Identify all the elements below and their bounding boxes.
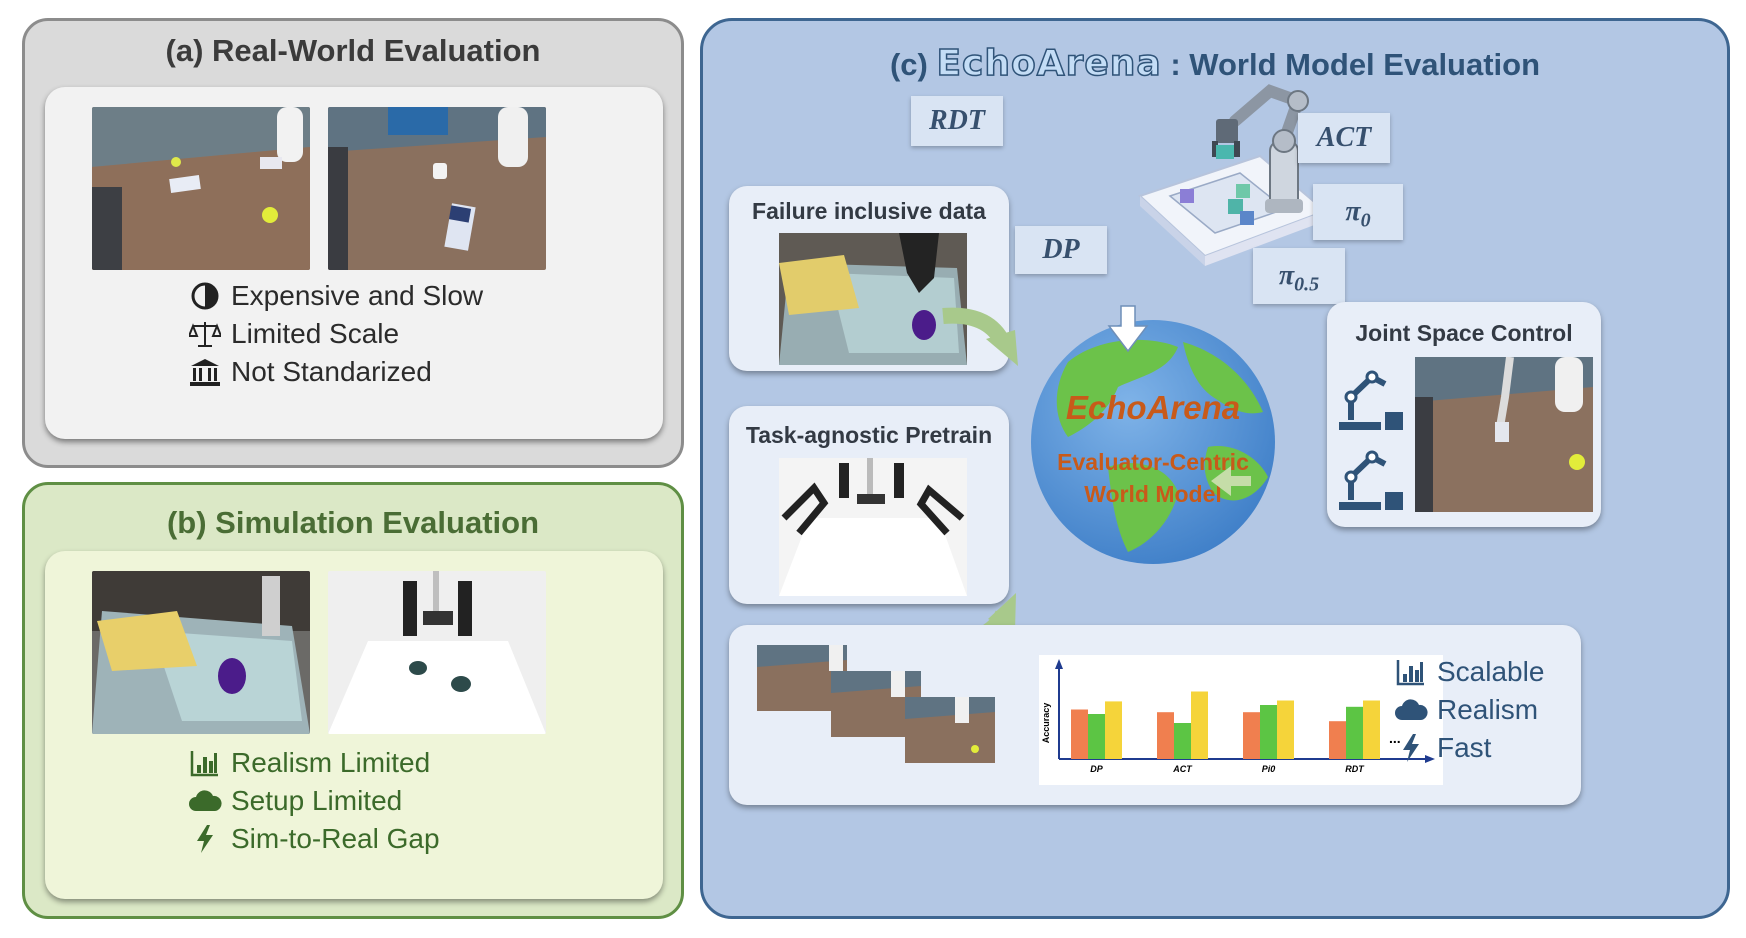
panel-b-inner: Realism Limited Setup Limited Sim-to-Rea… <box>45 551 663 899</box>
chart-tick-label: DP <box>1090 764 1103 774</box>
bar-chart-icon <box>185 749 225 777</box>
failure-card-title: Failure inclusive data <box>752 198 986 224</box>
chart-bar <box>1105 701 1122 759</box>
bar-chart-icon <box>1391 658 1431 686</box>
pi0-subscript: 0 <box>1360 209 1371 232</box>
pi05-subscript: 0.5 <box>1294 273 1320 296</box>
robot-arm-icon <box>1339 370 1403 430</box>
chart-bar <box>1088 714 1105 759</box>
panel-simulation: (b) Simulation Evaluation <box>22 482 684 919</box>
chart-bar <box>1174 723 1191 759</box>
globe-line-2: World Model <box>1084 481 1222 507</box>
model-tag-dp: DP <box>1015 226 1107 274</box>
simulation-photo-sink <box>92 571 310 734</box>
globe-name: EchoArena <box>1065 389 1241 426</box>
chart-bars <box>1071 691 1380 759</box>
chart-bar <box>1277 700 1294 759</box>
chart-bar <box>1157 712 1174 759</box>
pretrain-card: Task-agnostic Pretrain <box>729 406 1009 604</box>
joint-space-photo <box>1415 357 1593 512</box>
panel-echoarena: (c) EchoArena : World Model Evaluation R… <box>700 18 1730 919</box>
list-item-label: Fast <box>1437 732 1492 763</box>
chart-bar <box>1243 712 1260 759</box>
chart-tick-label: Pi0 <box>1262 764 1276 774</box>
globe-illustration <box>1031 320 1275 564</box>
list-item-label: Setup Limited <box>231 785 403 816</box>
scale-icon <box>185 319 225 349</box>
robot-arm-icon <box>1339 450 1403 510</box>
accuracy-bar-chart: Accuracy DP ACT Pi0 RDT ... <box>1039 655 1443 785</box>
list-item-label: Sim-to-Real Gap <box>231 823 440 854</box>
results-card: Accuracy DP ACT Pi0 RDT ... Scalable Realis… <box>729 625 1581 805</box>
chart-ticks: DP ACT Pi0 RDT <box>1090 764 1365 774</box>
pretrain-photo <box>779 458 967 596</box>
panel-b-list: Realism Limited Setup Limited Sim-to-Rea… <box>185 744 440 858</box>
list-item: Expensive and Slow <box>185 277 483 315</box>
model-tag-pi05: π0.5 <box>1253 248 1345 304</box>
failure-data-card: Failure inclusive data <box>729 186 1009 371</box>
chart-y-axis-arrow <box>1055 659 1063 669</box>
chart-ellipsis: ... <box>1389 730 1401 746</box>
chart-tick-label: ACT <box>1172 764 1193 774</box>
title-suffix: : World Model Evaluation <box>1170 47 1541 82</box>
list-item: Realism <box>1391 691 1544 729</box>
bank-icon <box>185 357 225 387</box>
model-tag-rdt: RDT <box>911 96 1003 146</box>
model-tag-act: ACT <box>1298 113 1390 163</box>
real-world-photo-1 <box>92 107 310 270</box>
panel-real-world: (a) Real-World Evaluation <box>22 18 684 468</box>
pretrain-card-title: Task-agnostic Pretrain <box>745 422 993 448</box>
benefits-list: Scalable Realism Fast <box>1391 653 1544 767</box>
pi0-symbol: π <box>1345 196 1361 227</box>
real-world-photo-2 <box>328 107 546 270</box>
video-frame-3 <box>905 697 995 763</box>
list-item: Not Standarized <box>185 353 483 391</box>
list-item-label: Realism <box>1437 694 1539 725</box>
list-item-label: Scalable <box>1437 656 1545 687</box>
list-item-label: Expensive and Slow <box>231 280 484 311</box>
list-item-label: Realism Limited <box>231 747 431 778</box>
list-item: Limited Scale <box>185 315 483 353</box>
panel-a-title: (a) Real-World Evaluation <box>165 33 541 68</box>
list-item: Realism Limited <box>185 744 440 782</box>
contrast-icon <box>185 281 225 311</box>
list-item: Sim-to-Real Gap <box>185 820 440 858</box>
list-item: Fast <box>1391 729 1544 767</box>
pi05-symbol: π <box>1278 260 1295 291</box>
list-item: Setup Limited <box>185 782 440 820</box>
cloud-icon <box>185 789 225 813</box>
chart-bar <box>1363 700 1380 759</box>
chart-bar <box>1071 709 1088 759</box>
title-prefix: (c) <box>889 47 928 82</box>
globe-line-1: Evaluator-Centric <box>1057 449 1249 475</box>
panel-c-title: (c) EchoArena : World Model Evaluation <box>703 42 1727 85</box>
chart-bar <box>1191 691 1208 759</box>
joint-card-title: Joint Space Control <box>1355 320 1573 346</box>
joint-space-card: Joint Space Control <box>1327 302 1601 527</box>
bolt-icon <box>185 824 225 854</box>
failure-data-photo <box>779 233 967 365</box>
chart-bar <box>1329 721 1346 759</box>
panel-a-list: Expensive and Slow Limited Scale Not Sta… <box>185 277 483 391</box>
panel-a-inner: Expensive and Slow Limited Scale Not Sta… <box>45 87 663 439</box>
bolt-icon <box>1391 733 1431 763</box>
robot-arm-illustration <box>1138 84 1327 266</box>
model-tag-pi0: π0 <box>1313 184 1403 240</box>
title-brand: EchoArena <box>936 42 1162 85</box>
chart-bar <box>1346 706 1363 759</box>
chart-bar <box>1260 705 1277 759</box>
chart-tick-label: RDT <box>1345 764 1365 774</box>
chart-ylabel: Accuracy <box>1041 703 1051 744</box>
cloud-icon <box>1391 698 1431 722</box>
list-item-label: Limited Scale <box>231 318 400 349</box>
list-item: Scalable <box>1391 653 1544 691</box>
list-item-label: Not Standarized <box>231 356 432 387</box>
simulation-photo-table <box>328 571 546 734</box>
chart-x-axis-arrow <box>1425 755 1435 763</box>
panel-b-title: (b) Simulation Evaluation <box>166 505 539 540</box>
